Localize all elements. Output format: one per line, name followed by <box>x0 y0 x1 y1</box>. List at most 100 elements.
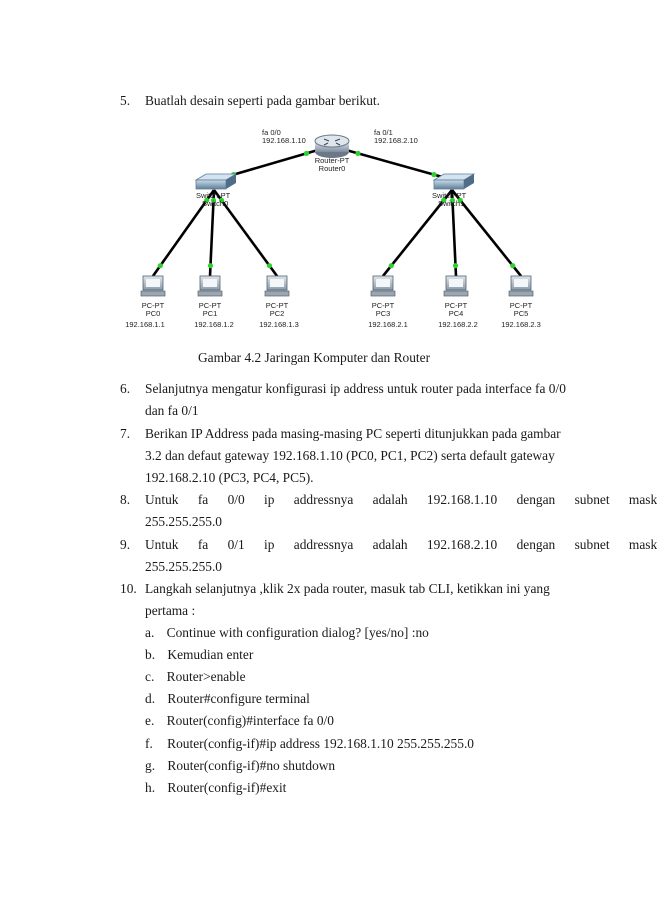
switch1-type-label: Switch-PT <box>432 191 467 200</box>
link-switch0-pc2 <box>212 189 279 277</box>
substep-text: Router#configure terminal <box>167 691 310 706</box>
pc0-type-label: PC-PT <box>142 301 165 310</box>
port-label-fa01: fa 0/1 <box>374 128 393 137</box>
link-status-indicator <box>218 197 225 203</box>
substep-text: Router(config-if)#no shutdown <box>167 758 336 773</box>
step-line: dan fa 0/1 <box>145 403 199 418</box>
step-line: 192.168.2.10 (PC3, PC4, PC5). <box>145 470 314 485</box>
step-number: 7. <box>120 426 131 441</box>
link-status-indicator <box>210 197 217 203</box>
substep-letter: f. <box>145 736 153 751</box>
switch0-type-label: Switch-PT <box>196 191 231 200</box>
substep-letter: a. <box>145 625 155 640</box>
link-status-indicator <box>452 263 459 269</box>
switch-icon <box>194 173 238 190</box>
substep-letter: e. <box>145 713 155 728</box>
substep-c: c. Router>enable <box>145 668 246 685</box>
substep-h: h. Router(config-if)#exit <box>145 779 286 796</box>
link-switch1-pc5 <box>450 189 523 277</box>
link-status-indicator <box>157 263 163 269</box>
link-switch1-pc3 <box>381 189 454 277</box>
link-switch0-pc0 <box>151 189 216 277</box>
pc3-name-label: PC3 <box>376 309 391 318</box>
link-router-switch0 <box>221 148 319 180</box>
substep-letter: c. <box>145 669 155 684</box>
step-number: 9. <box>120 537 131 552</box>
link-status-indicator <box>510 263 516 269</box>
pc5-type-label: PC-PT <box>510 301 533 310</box>
link-status-indicator <box>266 263 273 269</box>
link-status-indicator <box>431 172 437 178</box>
step-line: Berikan IP Address pada masing-masing PC… <box>145 426 561 441</box>
step-line: 255.255.255.0 <box>145 514 222 529</box>
substep-e: e. Router(config)#interface fa 0/0 <box>145 712 334 729</box>
pc-icon <box>140 275 166 297</box>
pc1-ip-label: 192.168.1.2 <box>194 320 234 329</box>
port-label-fa00: fa 0/0 <box>262 128 281 137</box>
link-switch0-pc1 <box>208 189 216 277</box>
substep-text: Router(config-if)#exit <box>167 780 287 795</box>
switch0-name-label: Switch0 <box>202 199 228 208</box>
link-status-indicator <box>355 150 361 156</box>
substep-a: a. Continue with configuration dialog? [… <box>145 624 429 641</box>
pc-icon <box>197 275 223 297</box>
pc1-name-label: PC1 <box>203 309 218 318</box>
substep-letter: b. <box>145 647 156 662</box>
pc0-ip-label: 192.168.1.1 <box>125 320 165 329</box>
router-name-label: Router0 <box>319 164 346 173</box>
step-line: Untuk fa 0/1 ip addressnya adalah 192.16… <box>145 537 657 552</box>
pc-icon <box>508 275 534 297</box>
link-status-indicator <box>388 263 394 269</box>
link-status-indicator <box>449 197 456 203</box>
link-status-indicator <box>457 197 463 203</box>
substep-text: Continue with configuration dialog? [yes… <box>166 625 429 640</box>
link-status-indicator <box>204 197 210 203</box>
substep-letter: g. <box>145 758 156 773</box>
links-layer <box>151 148 523 277</box>
pc2-name-label: PC2 <box>270 309 285 318</box>
pcs-layer <box>140 275 534 297</box>
step-line: pertama : <box>145 603 196 618</box>
switch-icon <box>432 173 476 190</box>
substep-text: Kemudian enter <box>167 647 254 662</box>
port-ip-fa01: 192.168.2.10 <box>374 136 418 145</box>
substep-b: b. Kemudian enter <box>145 646 253 663</box>
pc5-ip-label: 192.168.2.3 <box>501 320 541 329</box>
switch1-name-label: Switch1 <box>438 199 464 208</box>
pc4-type-label: PC-PT <box>445 301 468 310</box>
substep-text: Router(config-if)#ip address 192.168.1.1… <box>167 736 474 751</box>
pc1-type-label: PC-PT <box>199 301 222 310</box>
router-icon <box>314 134 350 158</box>
router-type-label: Router-PT <box>315 156 350 165</box>
pc4-ip-label: 192.168.2.2 <box>438 320 478 329</box>
link-status-indicator <box>441 197 447 203</box>
link-indicators-layer <box>157 150 516 269</box>
pc5-name-label: PC5 <box>514 309 529 318</box>
figure-caption: Gambar 4.2 Jaringan Komputer dan Router <box>198 350 431 365</box>
step-line: Selanjutnya mengatur konfigurasi ip addr… <box>145 381 566 396</box>
link-router-switch1 <box>345 148 447 180</box>
pc3-ip-label: 192.168.2.1 <box>368 320 408 329</box>
port-ip-fa00: 192.168.1.10 <box>262 136 306 145</box>
step-number: 6. <box>120 381 131 396</box>
pc-icon <box>370 275 396 297</box>
substep-g: g. Router(config-if)#no shutdown <box>145 757 335 774</box>
substep-text: Router(config)#interface fa 0/0 <box>166 713 334 728</box>
link-switch1-pc4 <box>450 189 458 277</box>
substep-f: f. Router(config-if)#ip address 192.168.… <box>145 735 474 752</box>
substep-text: Router>enable <box>166 669 246 684</box>
pc-icon <box>264 275 290 297</box>
pc2-ip-label: 192.168.1.3 <box>259 320 299 329</box>
pc-icon <box>443 275 469 297</box>
step-number: 10. <box>120 581 137 596</box>
step-number: 8. <box>120 492 131 507</box>
step-line: 3.2 dan defaut gateway 192.168.1.10 (PC0… <box>145 448 555 463</box>
network-diagram: Router-PT Router0 fa 0/0 192.168.1.10 fa… <box>125 128 541 329</box>
step-number: 5. <box>120 93 131 108</box>
pc4-name-label: PC4 <box>449 309 464 318</box>
step-line: Untuk fa 0/0 ip addressnya adalah 192.16… <box>145 492 657 507</box>
substep-d: d. Router#configure terminal <box>145 690 310 707</box>
pc2-type-label: PC-PT <box>266 301 289 310</box>
pc0-name-label: PC0 <box>146 309 161 318</box>
substep-letter: h. <box>145 780 156 795</box>
